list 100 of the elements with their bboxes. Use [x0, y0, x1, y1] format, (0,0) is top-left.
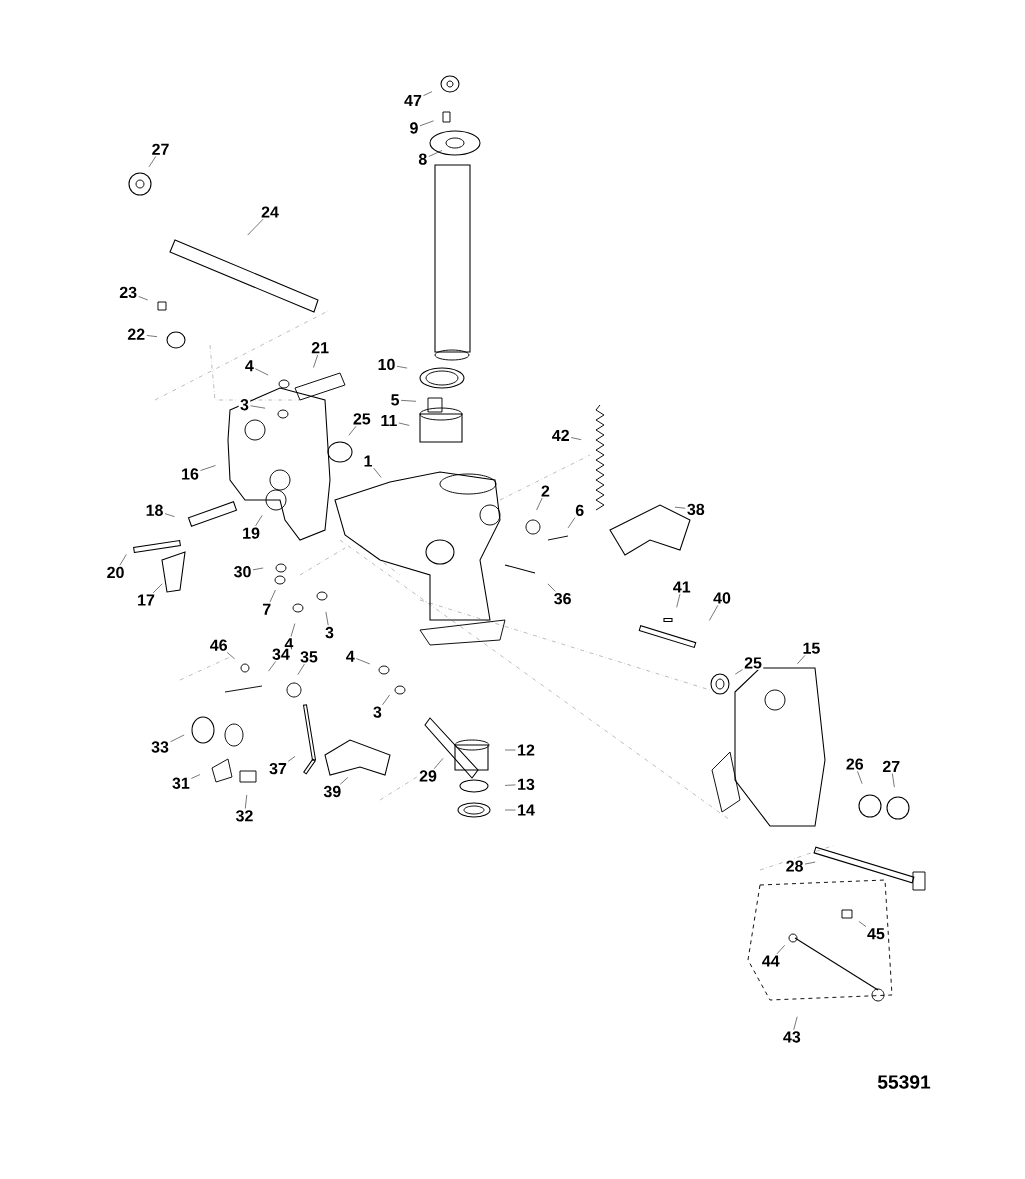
leader-line — [200, 465, 216, 471]
callout-number: 2 — [539, 484, 552, 498]
leader-line — [119, 554, 127, 566]
leader-line — [504, 749, 516, 751]
leader-line — [567, 517, 576, 529]
leader-line — [398, 422, 410, 426]
callout-number: 35 — [298, 649, 320, 664]
callout-number: 5 — [389, 393, 401, 407]
leader-line — [313, 354, 318, 368]
callout-number: 41 — [671, 580, 692, 594]
callout-number: 3 — [238, 397, 251, 412]
leader-line — [226, 652, 235, 660]
leader-line — [146, 335, 158, 337]
callout-number: 17 — [135, 593, 157, 607]
drawing-number: 55391 — [877, 1075, 931, 1089]
callout-number: 30 — [232, 564, 253, 579]
callout-number: 16 — [179, 467, 201, 481]
leader-line — [396, 366, 408, 369]
leader-line — [735, 669, 743, 675]
callout-number: 13 — [515, 777, 537, 792]
callout-number: 28 — [784, 859, 805, 874]
callout-number: 27 — [150, 142, 171, 157]
leader-line — [504, 784, 516, 786]
callout-number: 39 — [322, 784, 343, 799]
callout-number: 33 — [149, 740, 171, 754]
leader-line — [857, 771, 863, 784]
leader-line — [148, 156, 157, 168]
callout-number: 3 — [323, 625, 336, 640]
callout-number: 12 — [515, 743, 537, 757]
leader-line — [433, 758, 444, 769]
leader-line — [247, 218, 264, 236]
callout-number: 46 — [208, 638, 229, 653]
leader-line — [858, 921, 867, 927]
leader-line — [255, 515, 263, 527]
callout-number: 23 — [117, 285, 139, 300]
callout-number: 25 — [742, 655, 764, 670]
callout-number: 10 — [376, 357, 397, 372]
leader-line — [504, 809, 516, 811]
callout-number: 20 — [105, 565, 126, 580]
callout-number: 44 — [760, 954, 781, 968]
callout-number: 18 — [144, 503, 165, 518]
leader-line — [356, 658, 371, 665]
leader-line — [325, 611, 329, 626]
leader-line — [797, 655, 806, 665]
callout-number: 24 — [259, 205, 281, 219]
callout-number: 40 — [711, 591, 733, 605]
callout-number: 25 — [351, 411, 373, 426]
leader-line — [423, 91, 433, 96]
leader-line — [191, 774, 201, 779]
leader-line — [287, 756, 296, 762]
leader-line — [804, 861, 816, 865]
callout-number: 42 — [550, 428, 571, 443]
leader-line — [892, 773, 895, 788]
callout-number: 37 — [267, 761, 289, 776]
callout-number: 27 — [881, 759, 902, 774]
callout-number: 43 — [781, 1029, 803, 1044]
leader-line — [297, 663, 305, 675]
leader-line — [419, 120, 434, 127]
leader-line — [373, 467, 382, 478]
leader-line — [428, 150, 443, 157]
leader-line — [676, 593, 681, 608]
leader-line — [138, 296, 148, 301]
leader-line — [152, 583, 163, 594]
leader-line — [290, 623, 296, 637]
leader-line — [547, 583, 556, 592]
callout-number: 19 — [240, 526, 262, 541]
callout-number: 4 — [243, 358, 256, 373]
leader-line — [348, 425, 357, 436]
callout-number: 6 — [573, 503, 586, 518]
callout-number: 45 — [865, 926, 887, 941]
leader-line — [245, 794, 248, 809]
callout-number: 21 — [309, 340, 331, 355]
callout-number: 8 — [417, 152, 429, 167]
leader-line — [776, 944, 785, 955]
leader-line — [250, 405, 266, 409]
leader-line — [400, 400, 417, 402]
leader-line — [570, 437, 582, 440]
callout-number: 31 — [170, 776, 192, 791]
callout-number: 3 — [371, 705, 384, 720]
leader-line — [674, 506, 686, 509]
leader-line — [170, 734, 185, 743]
leader-line — [255, 368, 269, 376]
leader-line — [382, 694, 390, 706]
callout-number: 15 — [801, 641, 822, 656]
leader-line — [252, 567, 264, 571]
leader-line — [164, 513, 175, 517]
callout-number: 36 — [552, 591, 573, 606]
callout-number: 1 — [362, 454, 374, 468]
leader-line — [268, 661, 276, 672]
callout-number: 47 — [402, 93, 424, 108]
leader-line — [340, 777, 349, 785]
callout-number: 4 — [344, 649, 357, 663]
leader-line — [709, 605, 719, 621]
callout-number: 32 — [234, 808, 255, 823]
leader-line — [793, 1016, 798, 1030]
callout-number: 26 — [844, 757, 865, 772]
callout-number: 38 — [685, 502, 707, 517]
leader-line — [269, 589, 276, 603]
callout-number: 9 — [408, 121, 420, 136]
callout-number: 11 — [379, 413, 399, 428]
